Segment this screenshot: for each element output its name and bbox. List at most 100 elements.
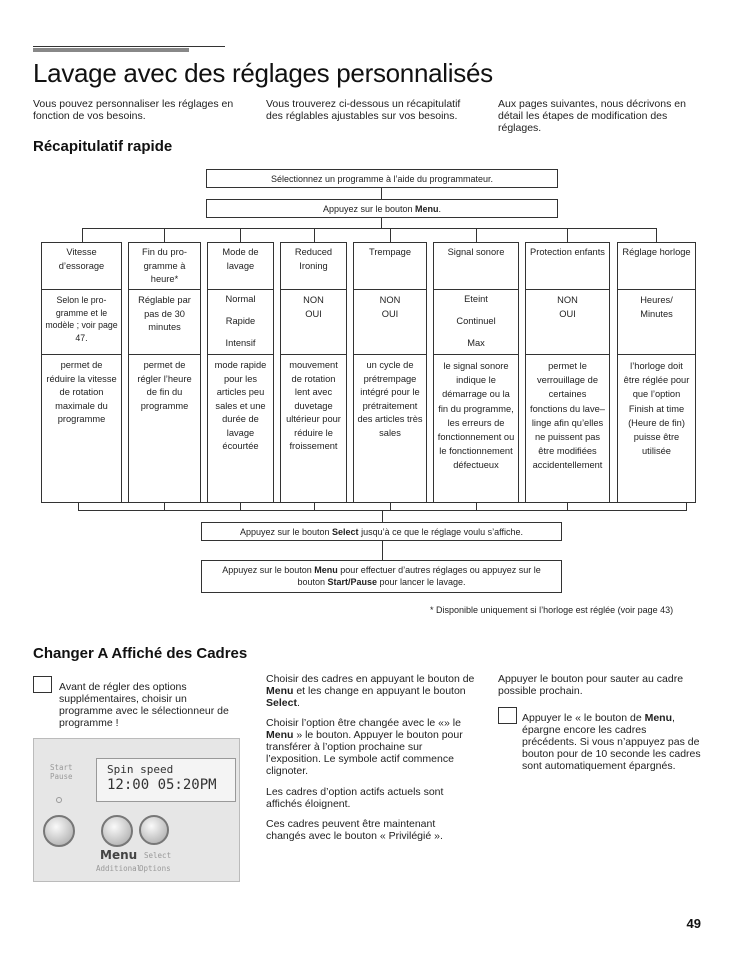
connector bbox=[476, 228, 477, 242]
note-box-icon bbox=[498, 707, 517, 724]
option-column-clock: Réglage horloge Heures/ Minutes l’horlog… bbox=[617, 242, 696, 502]
connector bbox=[381, 218, 382, 228]
option-name: Mode de lavage bbox=[222, 247, 259, 271]
option-name: Reduced Ironing bbox=[294, 247, 333, 271]
option-description: mouvement de rotation lent avec duvetage… bbox=[281, 354, 346, 454]
connector bbox=[164, 502, 165, 511]
header-rule-thick bbox=[33, 48, 189, 52]
frames-paragraph-1: Choisir des cadres en appuyant le bouton… bbox=[266, 673, 475, 709]
connector bbox=[567, 228, 568, 242]
connector bbox=[78, 502, 79, 511]
option-description: permet de réduire la vitesse de rotation… bbox=[42, 354, 121, 427]
step4-text-end: pour lancer le lavage. bbox=[377, 577, 466, 587]
step-press-select-text: Appuyez sur le bouton bbox=[239, 527, 333, 537]
option-column-wash-mode: Mode de lavage Normal Rapide Intensif mo… bbox=[207, 242, 274, 502]
option-description: le signal sonore indique le démarrage ou… bbox=[434, 354, 518, 473]
connector bbox=[390, 502, 391, 511]
option-values: Eteint Continuel Max bbox=[434, 289, 518, 354]
step-press-menu-end: . bbox=[438, 204, 442, 214]
menu-button[interactable] bbox=[101, 815, 133, 847]
select-label: Select bbox=[144, 851, 172, 860]
start-pause-label: Start Pause bbox=[50, 763, 73, 781]
connector bbox=[164, 228, 165, 242]
connector bbox=[82, 228, 83, 242]
option-column-soak: Trempage NON OUI un cycle de prétrempage… bbox=[353, 242, 427, 502]
option-name: Fin du pro-gramme à heure* bbox=[142, 247, 187, 284]
frames-heading: Changer A Affiché des Cadres bbox=[33, 645, 248, 662]
display-line-1: Spin speed bbox=[107, 763, 174, 776]
step4-text-mid: pour effectuer d’autres réglages ou appu… bbox=[297, 565, 541, 587]
frames-paragraph-2: Choisir l’option être changée avec le «»… bbox=[266, 717, 463, 777]
option-values: NON OUI bbox=[526, 289, 609, 354]
option-description: un cycle de prétrempage intégré pour le … bbox=[354, 354, 426, 440]
header-rule-thin bbox=[33, 46, 225, 47]
step-press-select-bold: Select bbox=[332, 527, 359, 537]
connector bbox=[240, 502, 241, 511]
option-name: Signal sonore bbox=[447, 247, 505, 257]
option-values: Selon le pro-gramme et le modèle ; voir … bbox=[42, 289, 121, 354]
connector bbox=[656, 228, 657, 242]
note-save-frames: Appuyer le « le bouton de Menu, épargne … bbox=[522, 712, 701, 772]
step4-bold-menu: Menu bbox=[314, 565, 338, 575]
connector bbox=[314, 228, 315, 242]
summary-heading: Récapitulatif rapide bbox=[33, 138, 173, 155]
connector bbox=[314, 502, 315, 511]
option-name: Réglage horloge bbox=[622, 247, 691, 257]
frames-paragraph-3: Les cadres d’option actifs actuels sont … bbox=[266, 786, 444, 810]
connector bbox=[567, 502, 568, 511]
option-values: NON OUI bbox=[281, 289, 346, 354]
select-button[interactable] bbox=[139, 815, 169, 845]
connector bbox=[390, 228, 391, 242]
columns-bottom-line bbox=[41, 502, 696, 503]
connector bbox=[381, 188, 382, 199]
indicator-icon bbox=[56, 797, 62, 803]
connector bbox=[240, 228, 241, 242]
frames-paragraph-5: Appuyer le bouton pour sauter au cadre p… bbox=[498, 673, 684, 697]
step4-bold-start: Start/Pause bbox=[327, 577, 377, 587]
options-label: Options bbox=[139, 864, 171, 873]
step-press-menu-bold: Menu bbox=[415, 204, 439, 214]
branch-line-top bbox=[82, 228, 656, 229]
connector bbox=[686, 502, 687, 511]
display-line-2: 12:00 05:20PM bbox=[107, 777, 217, 793]
intro-paragraph-2: Vous trouverez ci-dessous un récapitulat… bbox=[266, 98, 461, 122]
page-number: 49 bbox=[686, 916, 701, 931]
option-name: Protection enfants bbox=[530, 247, 605, 257]
connector bbox=[476, 502, 477, 511]
intro-paragraph-1: Vous pouvez personnaliser les réglages e… bbox=[33, 98, 234, 122]
step-press-select-end: jusqu’à ce que le réglage voulu s’affich… bbox=[358, 527, 524, 537]
step4-text: Appuyez sur le bouton bbox=[222, 565, 315, 575]
option-column-child-lock: Protection enfants NON OUI permet le ver… bbox=[525, 242, 610, 502]
step-select-program: Sélectionnez un programme à l’aide du pr… bbox=[206, 169, 558, 188]
menu-label: Menu bbox=[100, 848, 138, 862]
option-description: permet le verrouillage de certaines fonc… bbox=[526, 354, 609, 473]
note-box-icon bbox=[33, 676, 52, 693]
option-column-sound-signal: Signal sonore Eteint Continuel Max le si… bbox=[433, 242, 519, 502]
step-press-select: Appuyez sur le bouton Select jusqu’à ce … bbox=[201, 522, 562, 541]
step-select-program-text: Sélectionnez un programme à l’aide du pr… bbox=[270, 174, 494, 184]
option-description: mode rapide pour les articles peu sales … bbox=[208, 354, 273, 454]
note-program-first: Avant de régler des options supplémentai… bbox=[59, 681, 229, 729]
lcd-display: Spin speed 12:00 05:20PM bbox=[96, 758, 236, 802]
footnote: * Disponible uniquement si l’horloge est… bbox=[430, 605, 674, 615]
start-pause-button[interactable] bbox=[43, 815, 75, 847]
frames-paragraph-4: Ces cadres peuvent être maintenant chang… bbox=[266, 818, 443, 842]
option-description: permet de régler l’heure de fin du progr… bbox=[129, 354, 200, 413]
option-column-spin-speed: Vitesse d’essorage Selon le pro-gramme e… bbox=[41, 242, 122, 502]
option-values: Heures/ Minutes bbox=[618, 289, 695, 354]
option-column-finish-time: Fin du pro-gramme à heure* Réglable par … bbox=[128, 242, 201, 502]
intro-paragraph-3: Aux pages suivantes, nous décrivons en d… bbox=[498, 98, 686, 134]
option-column-reduced-ironing: Reduced Ironing NON OUI mouvement de rot… bbox=[280, 242, 347, 502]
option-name: Trempage bbox=[368, 247, 412, 257]
step-press-menu-or-start: Appuyez sur le bouton Menu pour effectue… bbox=[201, 560, 562, 593]
page-title: Lavage avec des réglages personnalisés bbox=[33, 58, 493, 88]
connector bbox=[382, 541, 383, 560]
additional-label: Additional bbox=[96, 864, 142, 873]
step-press-menu-text: Appuyez sur le bouton bbox=[322, 204, 416, 214]
connector bbox=[382, 510, 383, 522]
option-description: l’horloge doit être réglée pour que l’op… bbox=[618, 354, 695, 458]
option-values: NON OUI bbox=[354, 289, 426, 354]
step-press-menu: Appuyez sur le bouton Menu. bbox=[206, 199, 558, 218]
option-values: Normal Rapide Intensif bbox=[208, 289, 273, 354]
option-values: Réglable par pas de 30 minutes bbox=[129, 289, 200, 354]
